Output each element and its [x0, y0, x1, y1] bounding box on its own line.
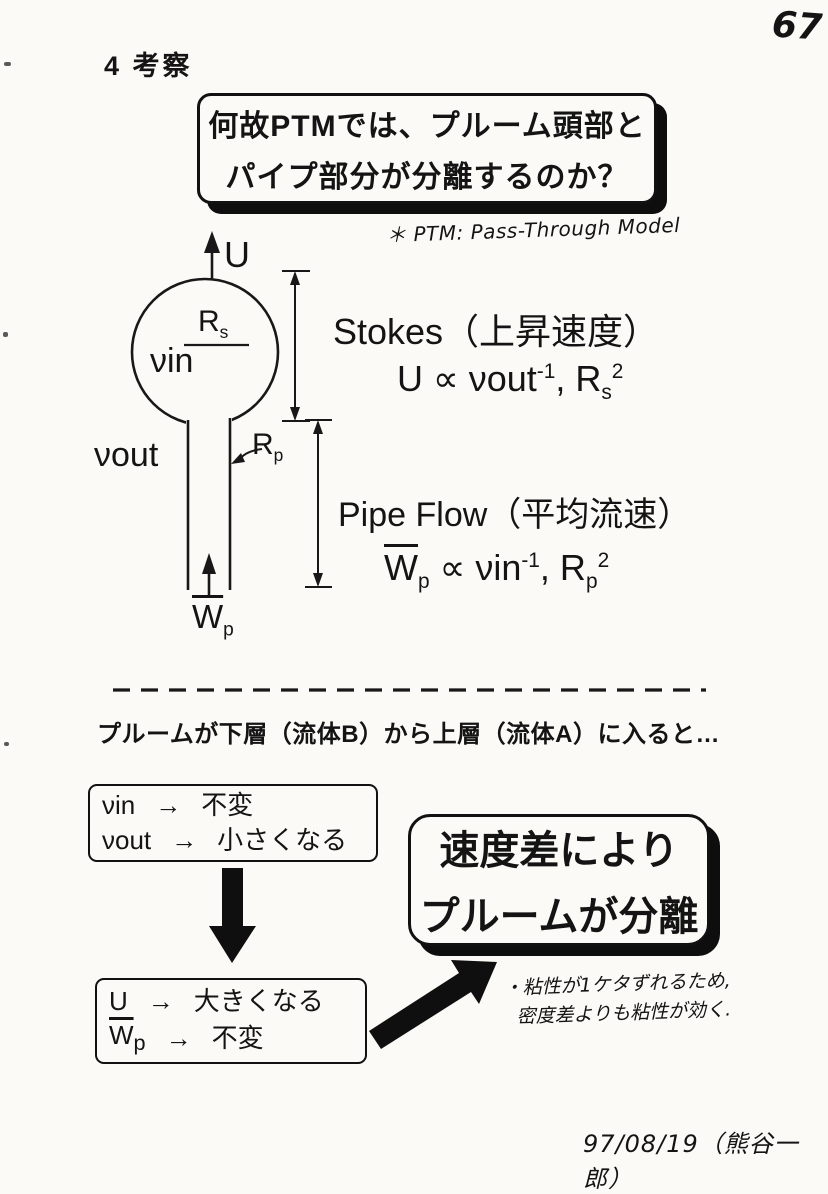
- pipe-junction-mask: [186, 401, 232, 428]
- pipe-flow-formula: Wp ∝ νin-1, Rp2: [384, 547, 610, 594]
- wp-arrow-head: [202, 553, 216, 574]
- arrow-glyph: →: [165, 1023, 192, 1053]
- pipe-flow-title: Pipe Flow（平均流速）: [338, 496, 692, 534]
- diagonal-arrow: [369, 960, 497, 1049]
- down-arrow: [209, 868, 256, 963]
- change-box: νin → 不変 νout → 小さくなる: [88, 784, 378, 862]
- question-box-line1: 何故PTMでは、プルーム頭部と: [208, 110, 646, 143]
- section-heading: 4 考察: [104, 51, 193, 81]
- plume-diagram: [130, 231, 332, 598]
- page-number: 67: [770, 4, 824, 49]
- pipe-velocity-label: Wp: [192, 598, 234, 641]
- rp-pointer-head: [231, 453, 245, 464]
- change-box-row1: νin → 不変: [102, 790, 254, 821]
- stokes-formula: U ∝ νout-1, Rs2: [397, 358, 624, 405]
- effect-box-row1: U → 大きくなる: [109, 985, 324, 1016]
- pipe-radius-label: Rp: [252, 428, 284, 465]
- scan-artifact: [4, 742, 9, 746]
- arrow-glyph: →: [171, 825, 198, 855]
- stokes-dimension-line: [282, 270, 310, 422]
- ptm-note: ＊ PTM: Pass-Through Model: [385, 212, 681, 248]
- change-box-row2: νout → 小さくなる: [102, 825, 348, 855]
- nu-out-label: νout: [94, 436, 159, 474]
- arrow-glyph: →: [155, 790, 182, 821]
- result-box-line2: プルームが分離: [419, 895, 699, 939]
- viscosity-note: ・粘性が1ケタずれるため, 密度差よりも粘性が効く.: [503, 969, 732, 1029]
- nu-in-label: νin: [150, 342, 194, 380]
- effect-box: U → 大きくなる Wp → 不変: [95, 978, 367, 1064]
- scan-artifact: [4, 62, 11, 66]
- scan-artifact: [3, 332, 8, 337]
- pipe-dimension-line: [305, 419, 332, 588]
- date-signature: 97/08/19（熊谷一郎）: [583, 1130, 799, 1193]
- question-box-line2: パイプ部分が分離するのか？: [225, 161, 629, 194]
- u-arrow-head: [204, 231, 220, 253]
- sphere-radius-label: Rs: [198, 305, 229, 342]
- question-box: 何故PTMでは、プルーム頭部と パイプ部分が分離するのか？: [197, 93, 657, 204]
- stokes-title: Stokes（上昇速度）: [333, 311, 660, 352]
- result-box-line1: 速度差により: [439, 829, 679, 873]
- scanned-page: { "page": { "number": "67", "section_hea…: [3, 4, 824, 1193]
- u-velocity-label: U: [224, 234, 250, 275]
- arrow-glyph: →: [147, 985, 174, 1016]
- result-box: 速度差により プルームが分離: [408, 814, 710, 946]
- effect-box-row2: Wp → 不変: [109, 1020, 264, 1056]
- transition-text: プルームが下層（流体B）から上層（流体A）に入ると…: [97, 721, 720, 748]
